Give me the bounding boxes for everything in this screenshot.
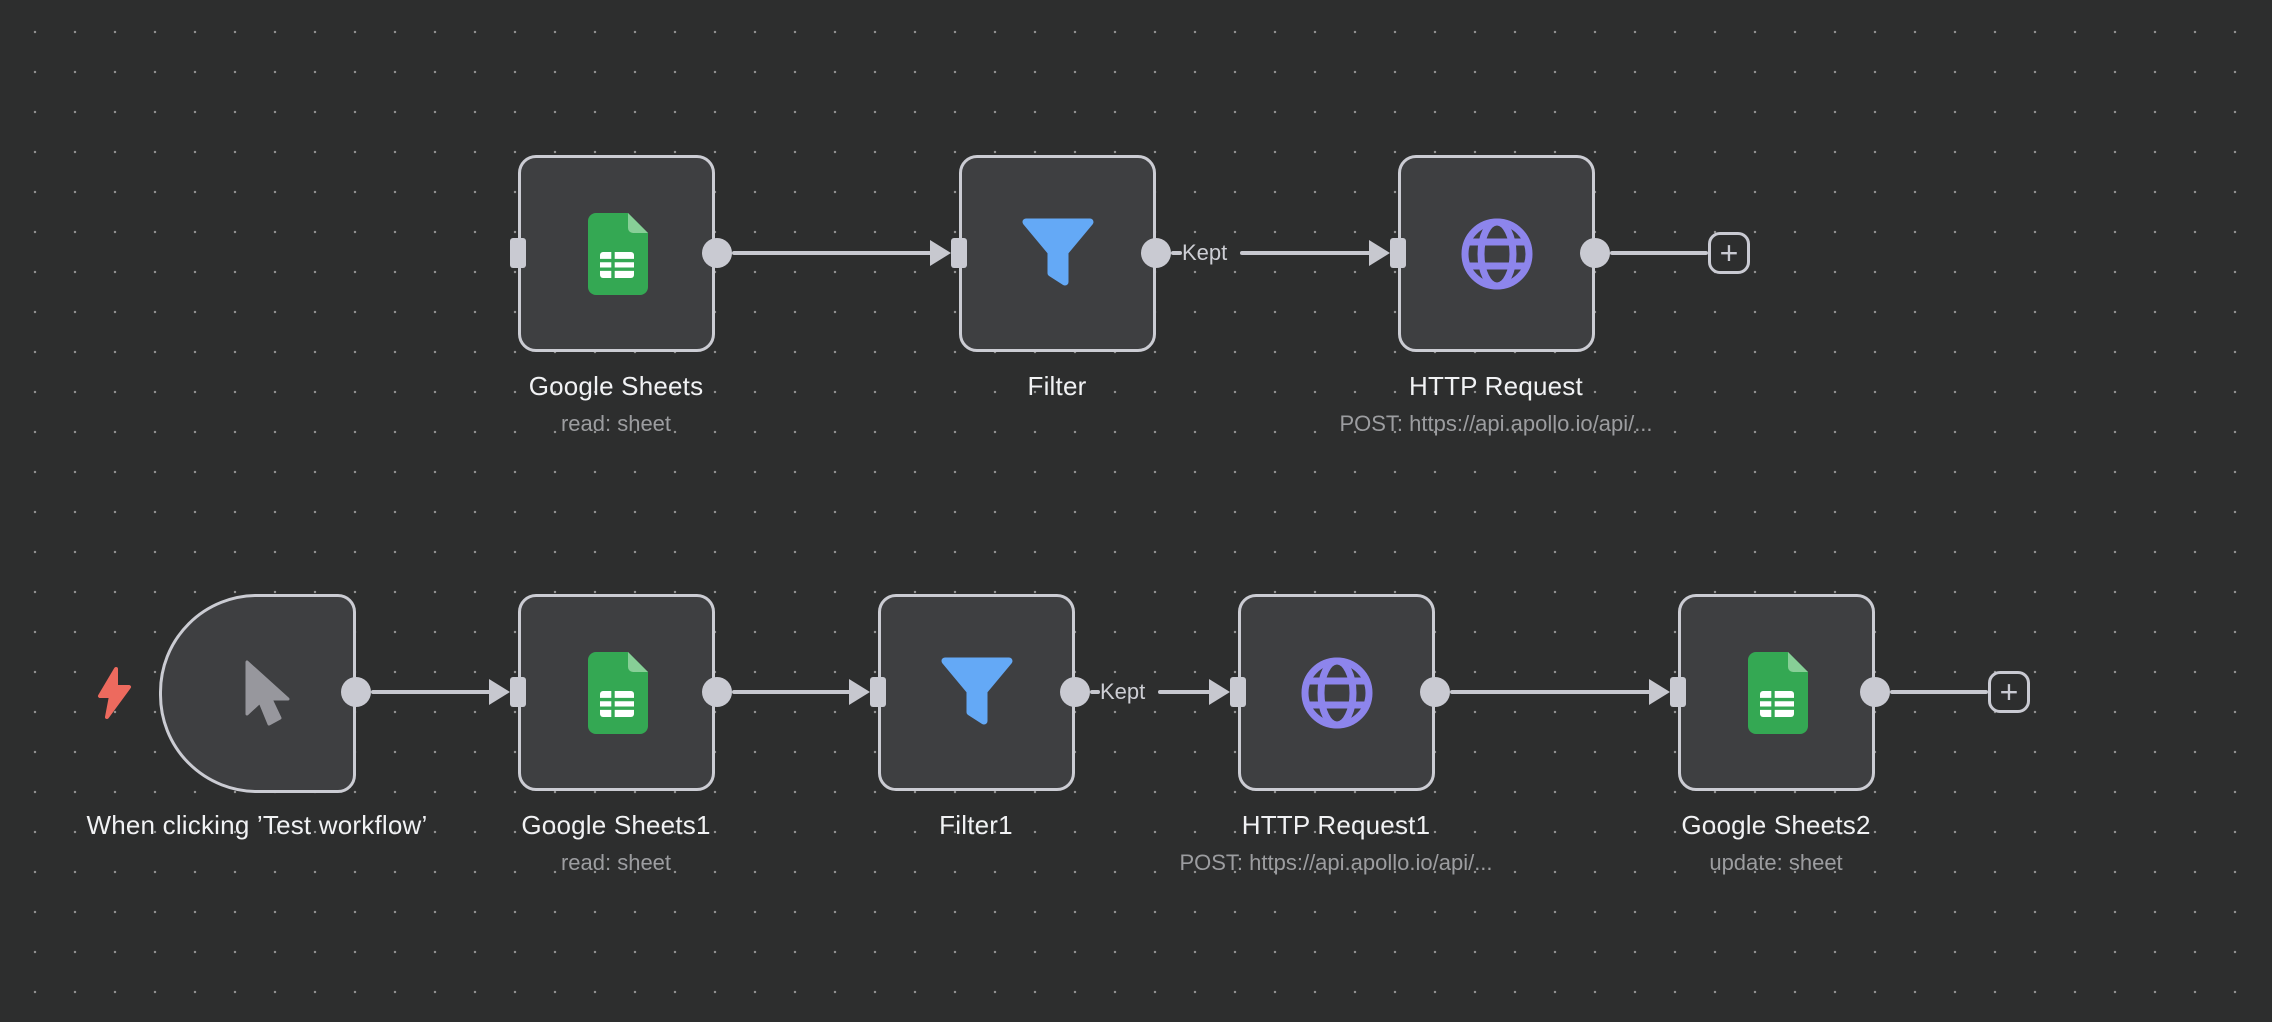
edge[interactable] xyxy=(1090,690,1100,694)
node-label: When clicking ’Test workflow’ xyxy=(77,803,437,847)
edge[interactable] xyxy=(1890,690,1988,694)
input-port xyxy=(510,677,526,707)
edge[interactable] xyxy=(732,690,852,694)
add-node-button[interactable]: + xyxy=(1988,671,2030,713)
edge[interactable] xyxy=(1171,251,1182,255)
node-google-sheets1[interactable] xyxy=(518,594,715,791)
edge[interactable] xyxy=(371,690,492,694)
node-title: Google Sheets xyxy=(528,371,704,401)
input-port xyxy=(951,238,967,268)
node-title: Google Sheets1 xyxy=(521,810,711,840)
node-label: HTTP Request POST: https://api.apollo.io… xyxy=(1296,364,1696,438)
google-sheets-icon xyxy=(521,158,712,349)
add-node-button[interactable]: + xyxy=(1708,232,1750,274)
node-filter1[interactable] xyxy=(878,594,1075,791)
node-subtitle: update: sheet xyxy=(1709,850,1843,875)
edge-label-kept: Kept xyxy=(1182,240,1228,265)
input-port xyxy=(1230,677,1246,707)
edge-arrow-icon xyxy=(930,240,951,266)
node-subtitle: read: sheet xyxy=(560,411,672,436)
node-label: Filter xyxy=(857,364,1257,408)
input-port xyxy=(1670,677,1686,707)
output-port[interactable] xyxy=(1060,677,1090,707)
node-google-sheets2[interactable] xyxy=(1678,594,1875,791)
output-port[interactable] xyxy=(1860,677,1890,707)
filter-funnel-icon xyxy=(962,158,1153,349)
node-label: Google Sheets2 update: sheet xyxy=(1576,803,1976,877)
filter-funnel-icon xyxy=(881,597,1072,788)
node-label: HTTP Request1 POST: https://api.apollo.i… xyxy=(1136,803,1536,877)
input-port xyxy=(510,238,526,268)
globe-icon xyxy=(1241,597,1432,788)
node-label: Google Sheets1 read: sheet xyxy=(416,803,816,877)
node-google-sheets[interactable] xyxy=(518,155,715,352)
node-subtitle: read: sheet xyxy=(560,850,672,875)
node-title: Filter1 xyxy=(939,810,1013,840)
edge[interactable] xyxy=(1158,690,1212,694)
input-port xyxy=(1390,238,1406,268)
edge-arrow-icon xyxy=(1369,240,1390,266)
edge[interactable] xyxy=(1450,690,1652,694)
edge-arrow-icon xyxy=(1209,679,1230,705)
node-subtitle: POST: https://api.apollo.io/api/... xyxy=(1179,850,1493,875)
node-subtitle: POST: https://api.apollo.io/api/... xyxy=(1339,411,1653,436)
node-title: When clicking ’Test workflow’ xyxy=(86,810,428,840)
edge[interactable] xyxy=(732,251,933,255)
node-title: HTTP Request1 xyxy=(1241,810,1431,840)
output-port[interactable] xyxy=(1580,238,1610,268)
input-port xyxy=(870,677,886,707)
output-port[interactable] xyxy=(1420,677,1450,707)
google-sheets-icon xyxy=(1681,597,1872,788)
cursor-icon xyxy=(162,597,353,790)
node-http-request1[interactable] xyxy=(1238,594,1435,791)
trigger-bolt-icon xyxy=(96,666,132,725)
node-label: Google Sheets read: sheet xyxy=(416,364,816,438)
output-port[interactable] xyxy=(341,677,371,707)
node-filter[interactable] xyxy=(959,155,1156,352)
node-title: Filter xyxy=(1027,371,1087,401)
node-title: HTTP Request xyxy=(1409,371,1583,401)
node-label: Filter1 xyxy=(776,803,1176,847)
edge[interactable] xyxy=(1240,251,1372,255)
edge-arrow-icon xyxy=(849,679,870,705)
google-sheets-icon xyxy=(521,597,712,788)
edge-arrow-icon xyxy=(489,679,510,705)
edge[interactable] xyxy=(1610,251,1708,255)
globe-icon xyxy=(1401,158,1592,349)
output-port[interactable] xyxy=(1141,238,1171,268)
node-http-request[interactable] xyxy=(1398,155,1595,352)
output-port[interactable] xyxy=(702,238,732,268)
node-manual-trigger[interactable] xyxy=(159,594,356,793)
node-title: Google Sheets2 xyxy=(1681,810,1871,840)
edge-arrow-icon xyxy=(1649,679,1670,705)
edge-label-kept: Kept xyxy=(1100,679,1146,704)
output-port[interactable] xyxy=(702,677,732,707)
